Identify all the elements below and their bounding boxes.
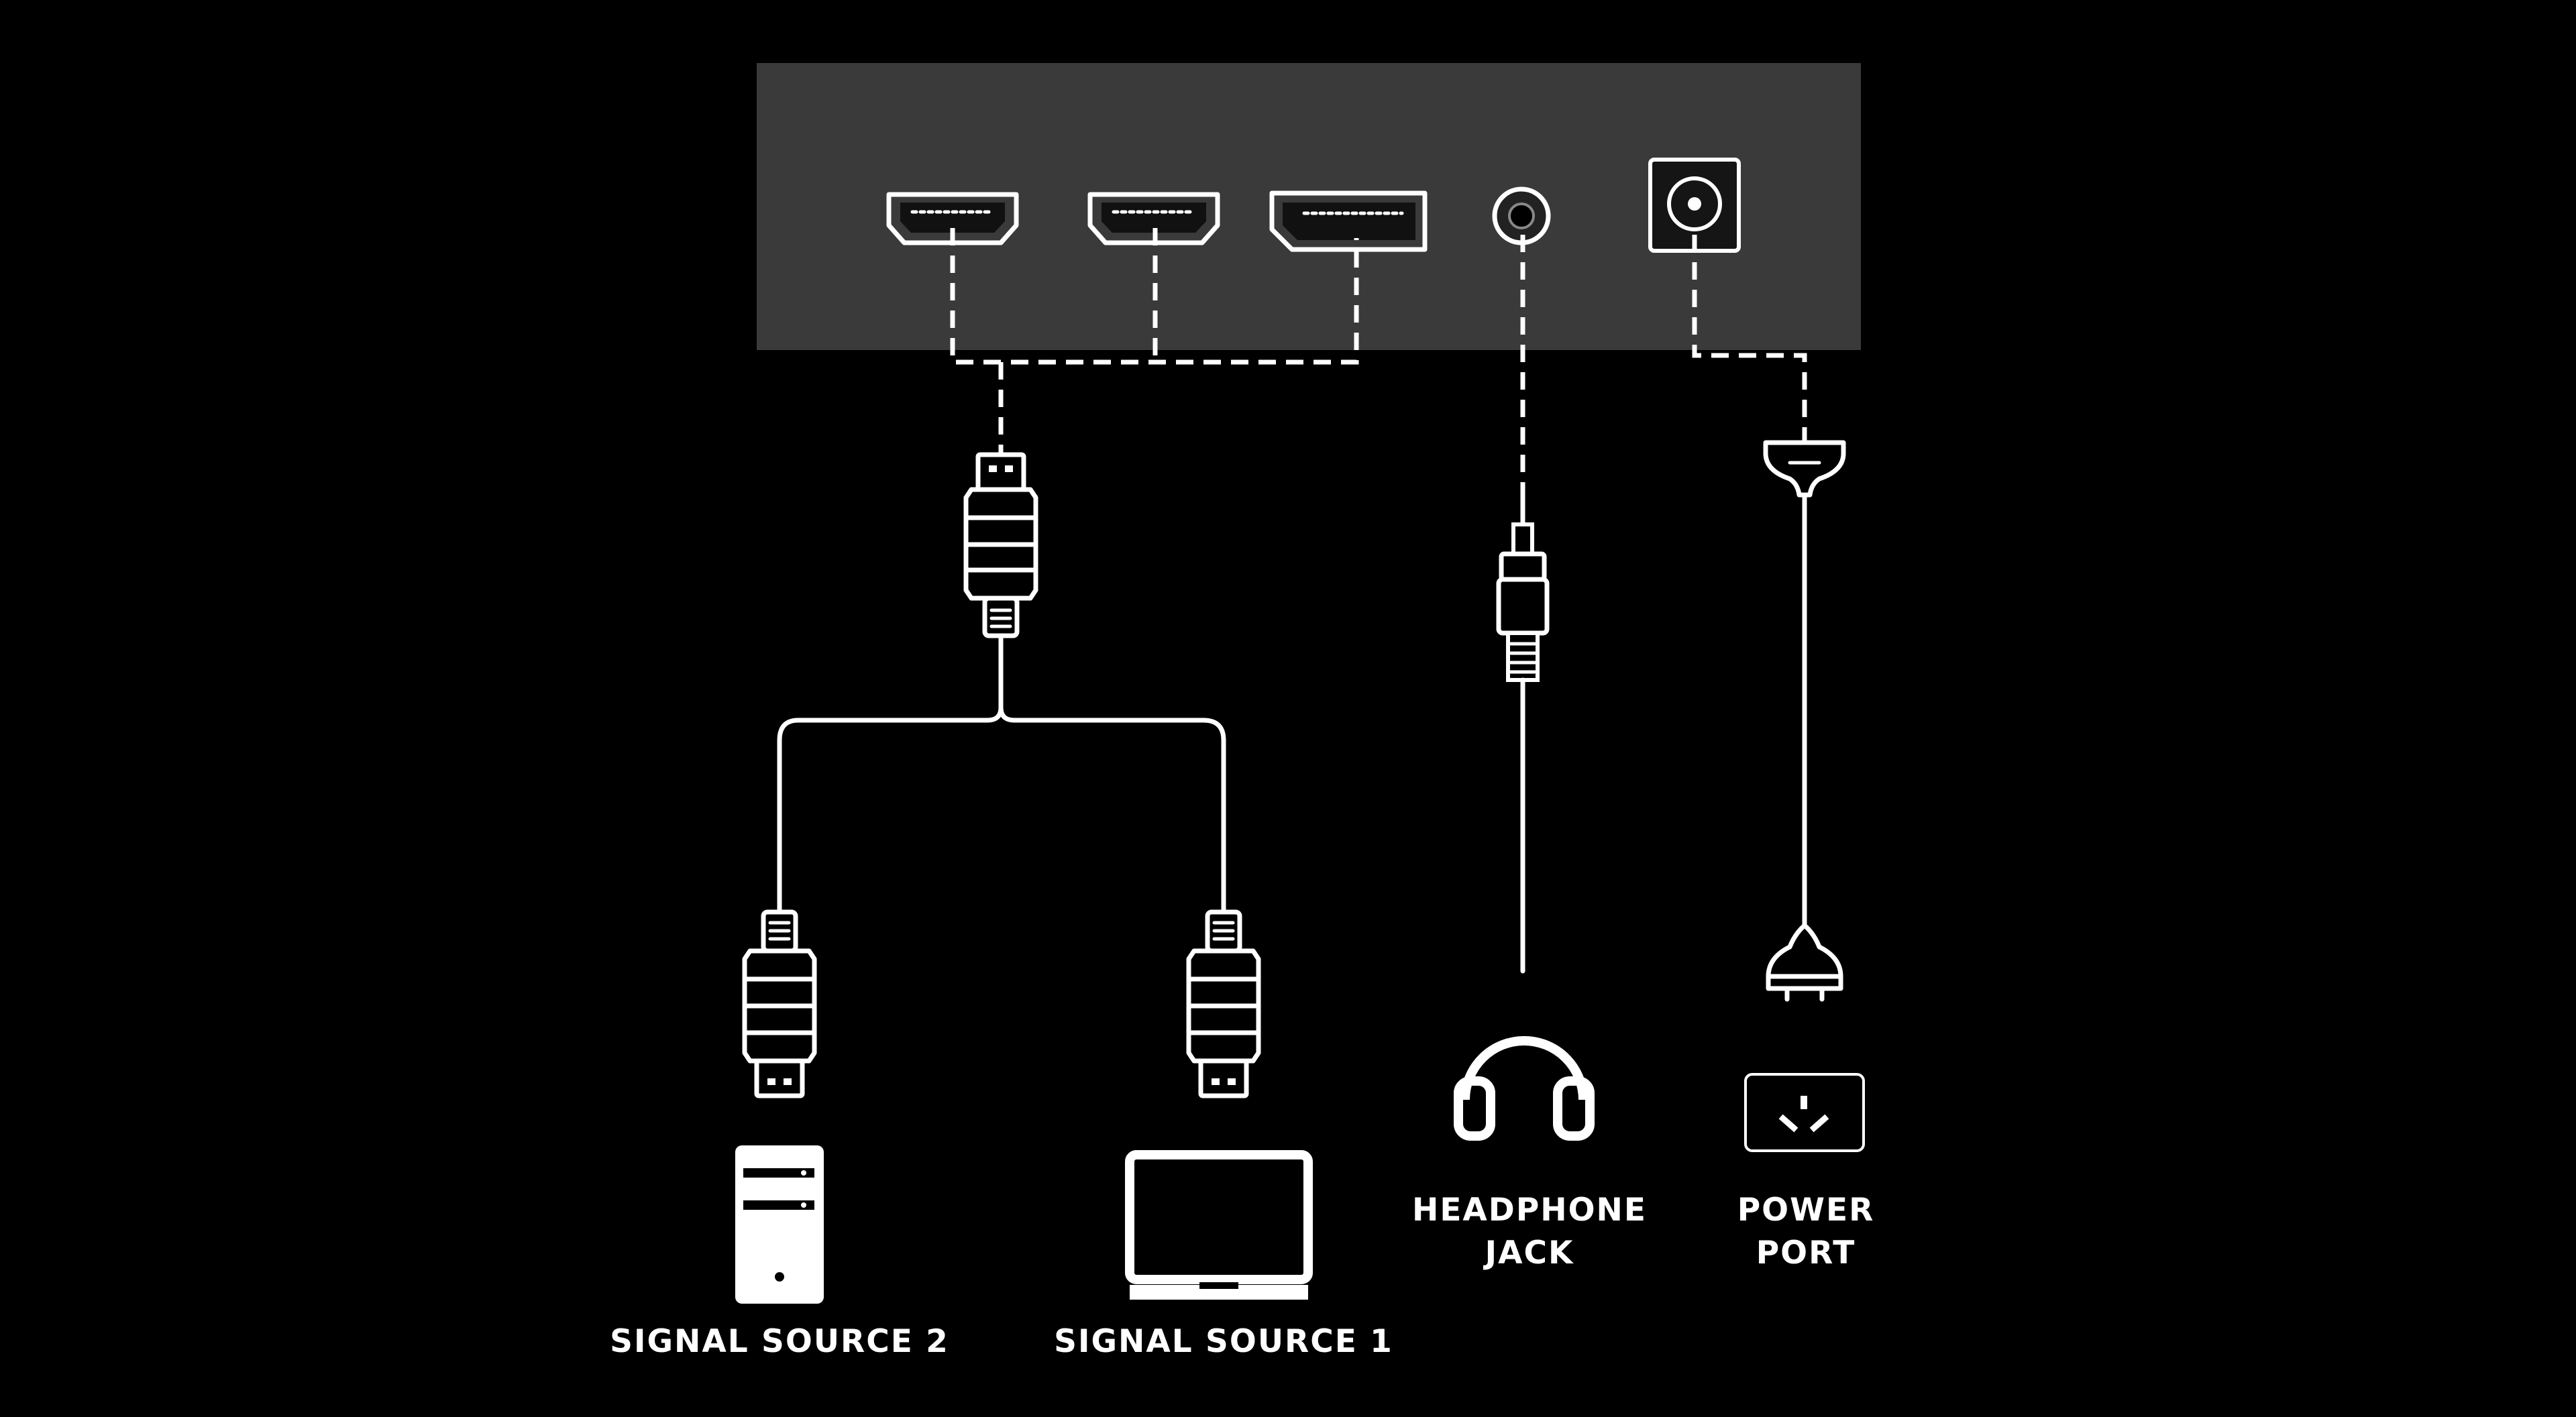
signal-source-1-label: SIGNAL SOURCE 1 <box>1054 1323 1393 1360</box>
laptop-icon <box>1125 1150 1313 1300</box>
displayport-icon <box>1269 190 1428 252</box>
headphone-jack-label: HEADPHONE <box>1412 1192 1647 1229</box>
hdmi-port-icon <box>1087 192 1220 245</box>
power-plug-icon <box>1766 903 1843 1002</box>
desktop-tower-icon <box>735 1145 824 1304</box>
hdmi-splitter-cable <box>777 633 1226 915</box>
audio-plug-icon <box>1496 494 1550 682</box>
hdmi-port-icon <box>886 192 1019 245</box>
hdmi-plug-icon <box>742 909 817 1098</box>
power-port-label-line2: PORT <box>1756 1235 1856 1271</box>
power-dashed-connection <box>1692 235 1807 443</box>
audio-jack-icon <box>1492 186 1551 245</box>
power-plug-icon <box>1763 440 1846 508</box>
power-port-label: POWER <box>1737 1192 1875 1229</box>
headphones-icon <box>1454 1036 1595 1141</box>
hdmi-plug-icon <box>963 452 1038 638</box>
signal-source-2-label: SIGNAL SOURCE 2 <box>610 1323 949 1360</box>
headphone-jack-label-line2: JACK <box>1483 1235 1574 1271</box>
hdmi-plug-icon <box>1186 909 1261 1098</box>
wall-outlet-icon <box>1744 1073 1865 1152</box>
hdmi-dp-dashed-connections <box>950 228 1359 456</box>
